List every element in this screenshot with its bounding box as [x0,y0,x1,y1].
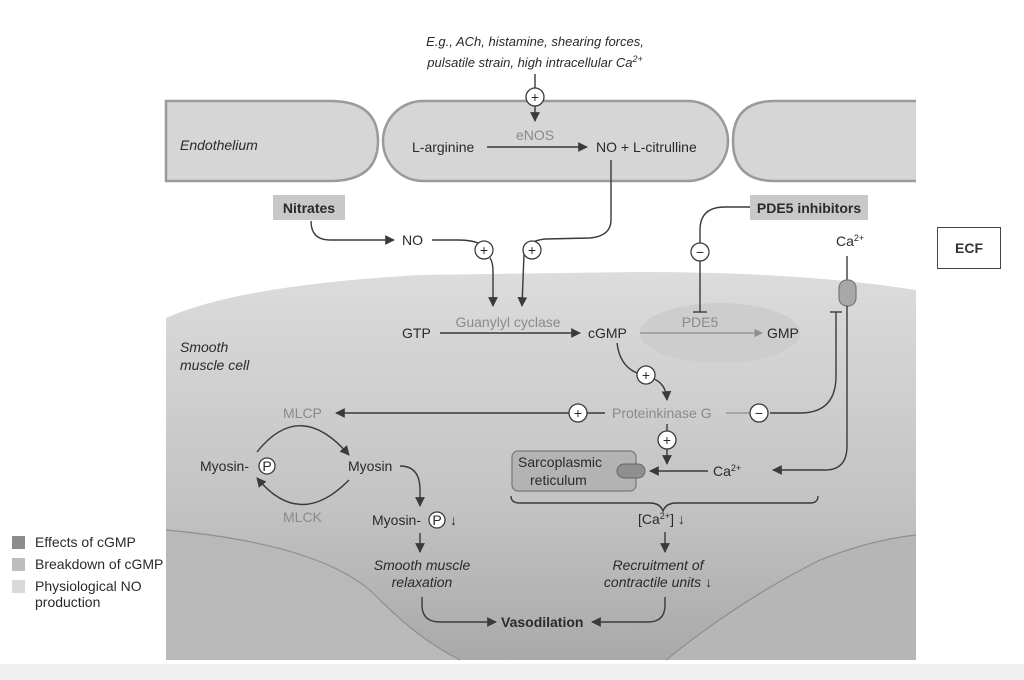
sr-label-1: Sarcoplasmic [518,454,602,470]
relaxation-line1: Smooth muscle [374,557,471,573]
myosin-p-label: Myosin- [200,458,249,474]
myosin-label: Myosin [348,458,392,474]
svg-text:P: P [262,458,271,474]
nitrates-box [273,195,345,220]
myosin-p-down-label: Myosin- [372,512,421,528]
stimulus-plus-sign: + [525,87,545,107]
no-plus-sign-left: + [474,240,494,260]
legend-item-breakdown: Breakdown of cGMP [12,556,172,572]
nitrates-no: NO [402,232,423,248]
recruitment-line1: Recruitment of [612,557,705,573]
myosin-phosphate-left: P [258,457,276,475]
legend: Effects of cGMP Breakdown of cGMP Physio… [12,534,172,616]
legend-swatch-no-production [12,580,25,593]
pde5-minus-sign: − [690,242,710,262]
pkg-mlcp-plus-sign: + [568,403,588,423]
legend-label-effects: Effects of cGMP [35,534,136,550]
nitrates-label: Nitrates [283,200,335,216]
mlck-label: MLCK [283,509,323,525]
vasodilation-label: Vasodilation [501,614,583,630]
legend-item-no-production: Physiological NO production [12,578,172,610]
pkg-minus-sign: − [749,403,769,423]
no-citrulline: NO + L-citrulline [596,139,697,155]
no-plus-sign-right: + [522,240,542,260]
legend-swatch-breakdown [12,558,25,571]
pkg-sr-plus-sign: + [657,430,677,450]
cgmp-label: cGMP [588,325,627,341]
svg-text:+: + [642,367,650,383]
pde5-inhibitors-box [750,195,868,220]
stimulus-line2: pulsatile strain, high intracellular Ca2… [426,54,642,70]
ca-channel [838,279,857,307]
enos-label: eNOS [516,127,554,143]
svg-text:+: + [531,89,539,105]
legend-label-no-production: Physiological NO production [35,578,142,610]
sr-label-2: reticulum [530,472,587,488]
ca-intracellular: Ca2+ [713,463,741,479]
svg-text:+: + [528,242,536,258]
svg-text:+: + [663,432,671,448]
ecf-ca: Ca2+ [836,233,864,249]
smooth-muscle-label-2: muscle cell [180,357,250,373]
ecf-label: ECF [955,240,983,256]
sr-pump [616,463,646,479]
svg-text:−: − [755,405,763,421]
stimulus-line1: E.g., ACh, histamine, shearing forces, [426,34,644,49]
endothelium-layer [164,99,916,183]
myosin-p-down-arrow: ↓ [450,512,457,528]
legend-label-breakdown: Breakdown of cGMP [35,556,164,572]
pde5-label: PDE5 [682,314,719,330]
gmp-label: GMP [767,325,799,341]
svg-text:+: + [574,405,582,421]
l-arginine: L-arginine [412,139,474,155]
mlcp-label: MLCP [283,405,322,421]
gtp-label: GTP [402,325,431,341]
myosin-phosphate-down: P [428,511,446,529]
svg-text:−: − [696,244,704,260]
ecf-label-box: ECF [937,227,1001,269]
endothelium-label: Endothelium [180,137,258,153]
proteinkinase-g-label: Proteinkinase G [612,405,712,421]
recruitment-line2: contractile units ↓ [604,574,712,590]
svg-text:+: + [480,242,488,258]
ca-concentration: [Ca2+] ↓ [638,511,685,527]
smooth-muscle-label-1: Smooth [180,339,228,355]
bottom-strip [0,664,1024,680]
relaxation-line2: relaxation [392,574,453,590]
svg-text:P: P [432,512,441,528]
pde5-inhibitors-label: PDE5 inhibitors [757,200,861,216]
legend-item-effects: Effects of cGMP [12,534,172,550]
guanylyl-cyclase-label: Guanylyl cyclase [455,314,560,330]
cgmp-pkg-plus-sign: + [636,365,656,385]
legend-swatch-effects [12,536,25,549]
